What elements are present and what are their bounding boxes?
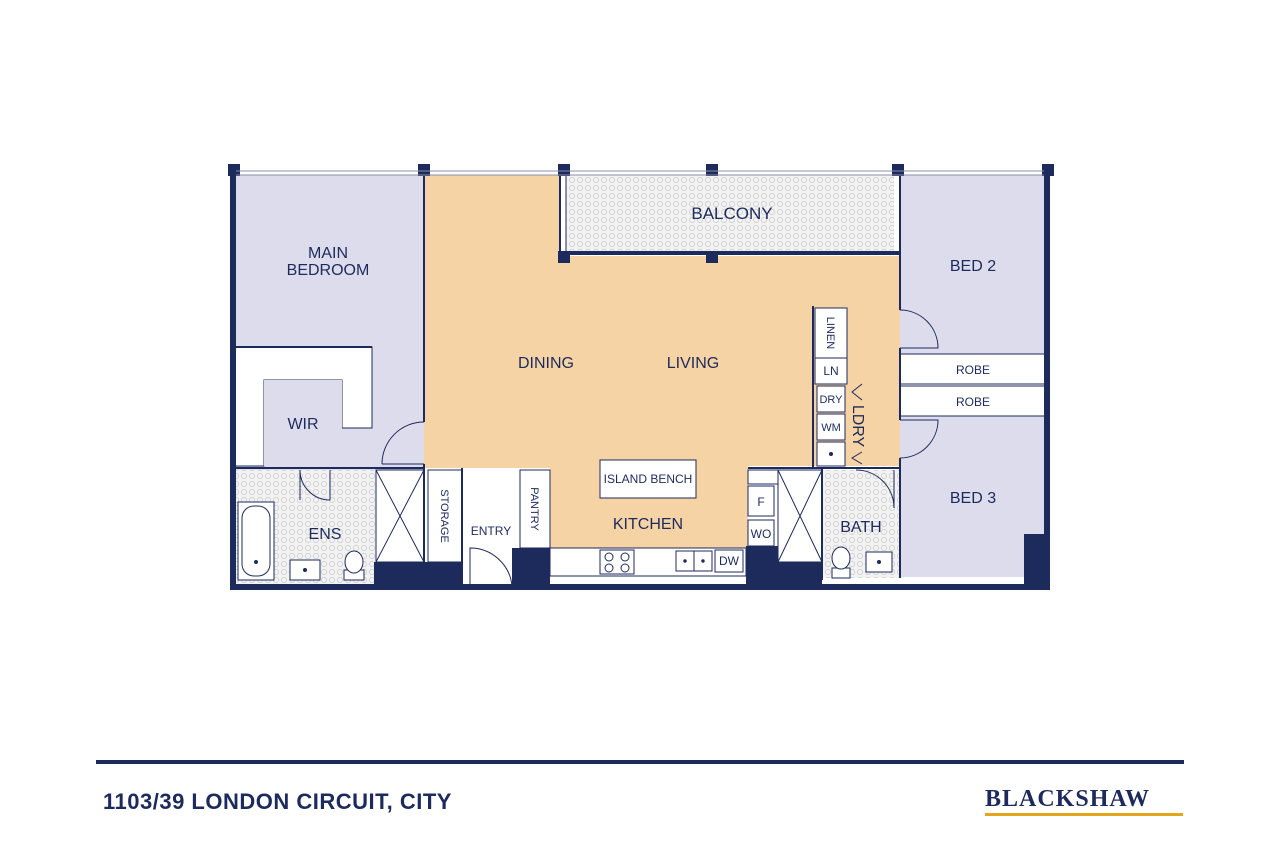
island-bench-label: ISLAND BENCH (604, 472, 693, 486)
bed2-label: BED 2 (950, 258, 996, 275)
dw-label: DW (719, 554, 740, 568)
balcony-label: BALCONY (691, 204, 772, 223)
main-bedroom-label-line1: MAIN (308, 245, 348, 262)
linen-cupboard (814, 307, 848, 359)
kitchen-sink (675, 550, 713, 572)
bed3-area (900, 415, 1046, 577)
washing-machine (816, 413, 846, 441)
pantry-cupboard (519, 469, 551, 549)
entry-label: ENTRY (471, 524, 511, 538)
bed2-robe (899, 353, 1047, 385)
pantry-label: PANTRY (528, 487, 540, 531)
exterior-walls (228, 164, 1054, 590)
dining-label: DINING (518, 355, 574, 372)
ldry-label: LDRY (849, 405, 866, 448)
living-label: LIVING (667, 355, 719, 372)
bathtub (237, 501, 275, 581)
ln-label: LN (823, 364, 838, 378)
storage-label: STORAGE (438, 489, 450, 543)
wir-label: WIR (287, 416, 318, 433)
brand-underline (985, 813, 1183, 816)
robe-upper-label: ROBE (956, 363, 990, 377)
bath-shower (777, 469, 823, 563)
living-kitchen-area (424, 175, 900, 548)
cooktop (599, 549, 635, 575)
wm-label: WM (821, 422, 841, 434)
property-address: 1103/39 LONDON CIRCUIT, CITY (103, 789, 452, 814)
robe-lower-label: ROBE (956, 395, 990, 409)
bed3-label: BED 3 (950, 490, 996, 507)
bed2-area (900, 175, 1046, 355)
wall-oven (747, 519, 775, 547)
ens-label: ENS (309, 526, 342, 543)
door-swings (299, 309, 939, 587)
dryer (816, 385, 846, 413)
bed3-robe (899, 385, 1047, 417)
linen-label: LINEN (824, 317, 836, 349)
footer-divider (96, 760, 1184, 764)
bath-label: BATH (840, 519, 881, 536)
brand-logo: BLACKSHAW (985, 786, 1151, 812)
fridge-space (747, 485, 775, 517)
fridge-label: F (757, 495, 764, 509)
ln-cupboard (814, 357, 848, 385)
main-bedroom-label-line2: BEDROOM (287, 262, 370, 279)
island-bench (599, 459, 697, 499)
dishwasher (714, 549, 744, 573)
ensuite-shower (375, 469, 425, 563)
kitchen-label: KITCHEN (613, 516, 683, 533)
balcony-area (566, 175, 894, 253)
dry-label: DRY (819, 394, 843, 406)
wo-label: WO (751, 527, 772, 541)
